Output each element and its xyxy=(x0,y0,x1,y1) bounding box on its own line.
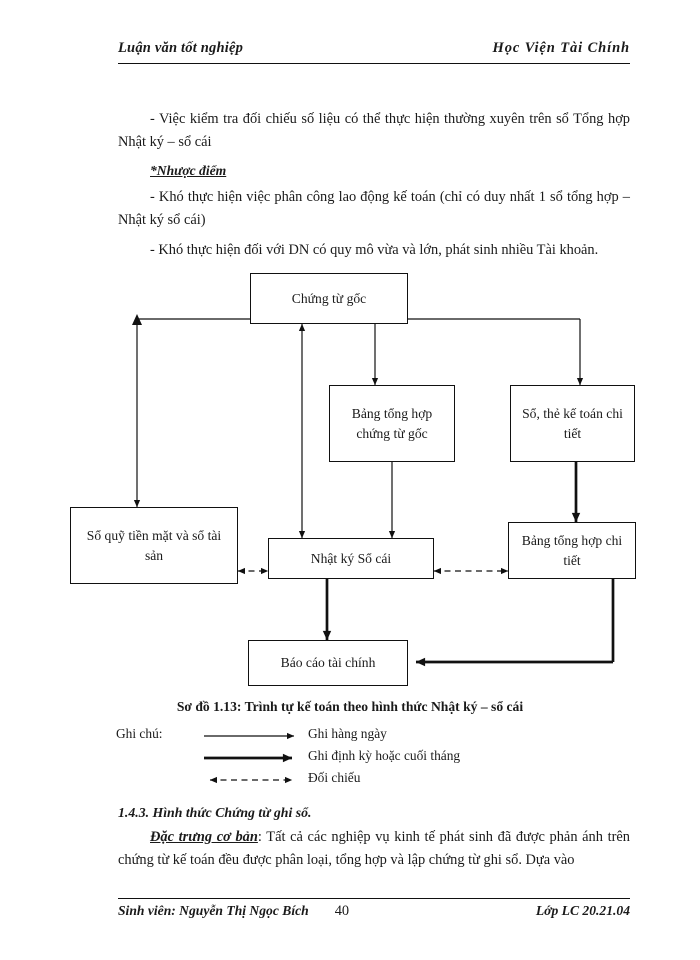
node-detail-ledger-label: Sổ, thẻ kế toán chi tiết xyxy=(522,405,623,441)
paragraph-disadvantage-1-text: - Khó thực hiện việc phân công lao động … xyxy=(118,189,630,229)
footer-divider xyxy=(118,898,630,899)
subheading-disadvantages: *Nhược điểm xyxy=(118,160,630,183)
thick-arrow-icon xyxy=(204,753,293,763)
node-journal-ledger: Nhật ký Sổ cái xyxy=(268,538,434,579)
node-financial-report-label: Báo cáo tài chính xyxy=(280,655,376,671)
footer-page-number: 40 xyxy=(334,903,350,919)
header-left-title: Luận văn tốt nghiệp xyxy=(118,40,244,56)
section-heading: 1.4.3. Hình thức Chứng từ ghi sổ. xyxy=(118,805,312,820)
node-detail-summary-label: Bảng tổng hợp chi tiết xyxy=(521,532,623,568)
node-source-documents: Chứng từ gốc xyxy=(250,273,408,324)
header-divider xyxy=(118,63,630,64)
legend-text-reconcile: Đối chiếu xyxy=(308,770,361,785)
node-cash-book: Sổ quỹ tiền mặt và sổ tài sản xyxy=(70,507,238,584)
node-detail-summary: Bảng tổng hợp chi tiết xyxy=(508,522,636,579)
page-footer: Sinh viên: Nguyễn Thị Ngọc Bích 40 Lớp L… xyxy=(118,903,630,920)
node-detail-ledger: Sổ, thẻ kế toán chi tiết xyxy=(510,385,635,462)
section-term: Đặc trưng cơ bản xyxy=(150,829,258,845)
legend-row-periodic: Ghi định kỳ hoặc cuối tháng xyxy=(116,747,566,769)
section-paragraph: Đặc trưng cơ bản: Tất cả các nghiệp vụ k… xyxy=(118,826,630,873)
legend-text-daily: Ghi hàng ngày xyxy=(308,726,387,741)
node-source-documents-label: Chứng từ gốc xyxy=(291,290,367,306)
footer-class: Lớp LC 20.21.04 xyxy=(535,903,630,918)
subheading-disadvantages-text: *Nhược điểm xyxy=(150,163,227,178)
legend-row-reconcile: Đối chiếu xyxy=(116,769,566,791)
paragraph-disadvantage-2-text: - Khó thực hiện đối với DN có quy mô vừa… xyxy=(150,242,599,258)
paragraph-disadvantage-2: - Khó thực hiện đối với DN có quy mô vừa… xyxy=(118,239,630,262)
section-paragraph-text: : Tất cả các nghiệp vụ kinh tế phát sinh… xyxy=(118,829,630,869)
legend-row-daily: Ghi chú: Ghi hàng ngày xyxy=(116,725,566,747)
node-summary-table-label: Bảng tổng hợp chứng từ gốc xyxy=(351,405,433,441)
legend-lead-label: Ghi chú: xyxy=(116,726,163,741)
thin-arrow-icon xyxy=(204,732,295,740)
dashed-double-arrow-icon xyxy=(209,776,293,784)
node-financial-report: Báo cáo tài chính xyxy=(248,640,408,686)
node-cash-book-label: Sổ quỹ tiền mặt và sổ tài sản xyxy=(86,527,222,563)
paragraph-advantage: - Việc kiểm tra đối chiếu số liệu có thể… xyxy=(118,108,630,155)
diagram-connectors: Nhật ký Sổ cái (dashed, double head) -->… xyxy=(132,314,615,667)
footer-student-name: Sinh viên: Nguyễn Thị Ngọc Bích xyxy=(118,903,309,918)
paragraph-advantage-text: - Việc kiểm tra đối chiếu số liệu có thể… xyxy=(118,111,630,151)
legend-text-periodic: Ghi định kỳ hoặc cuối tháng xyxy=(308,748,461,763)
accounting-flow-diagram: Nhật ký Sổ cái (dashed, double head) -->… xyxy=(0,262,700,692)
header-right-title: Học Viện Tài Chính xyxy=(492,40,630,56)
node-journal-ledger-label: Nhật ký Sổ cái xyxy=(310,550,392,566)
paragraph-disadvantage-1: - Khó thực hiện việc phân công lao động … xyxy=(118,186,630,233)
node-summary-table: Bảng tổng hợp chứng từ gốc xyxy=(329,385,455,462)
diagram-caption: Sơ đồ 1.13: Trình tự kế toán theo hình t… xyxy=(176,699,524,714)
page-header: Luận văn tốt nghiệp Học Viện Tài Chính xyxy=(118,40,630,57)
diagram-legend: Ghi chú: Ghi hàng ngày Ghi định kỳ hoặc … xyxy=(116,725,566,791)
